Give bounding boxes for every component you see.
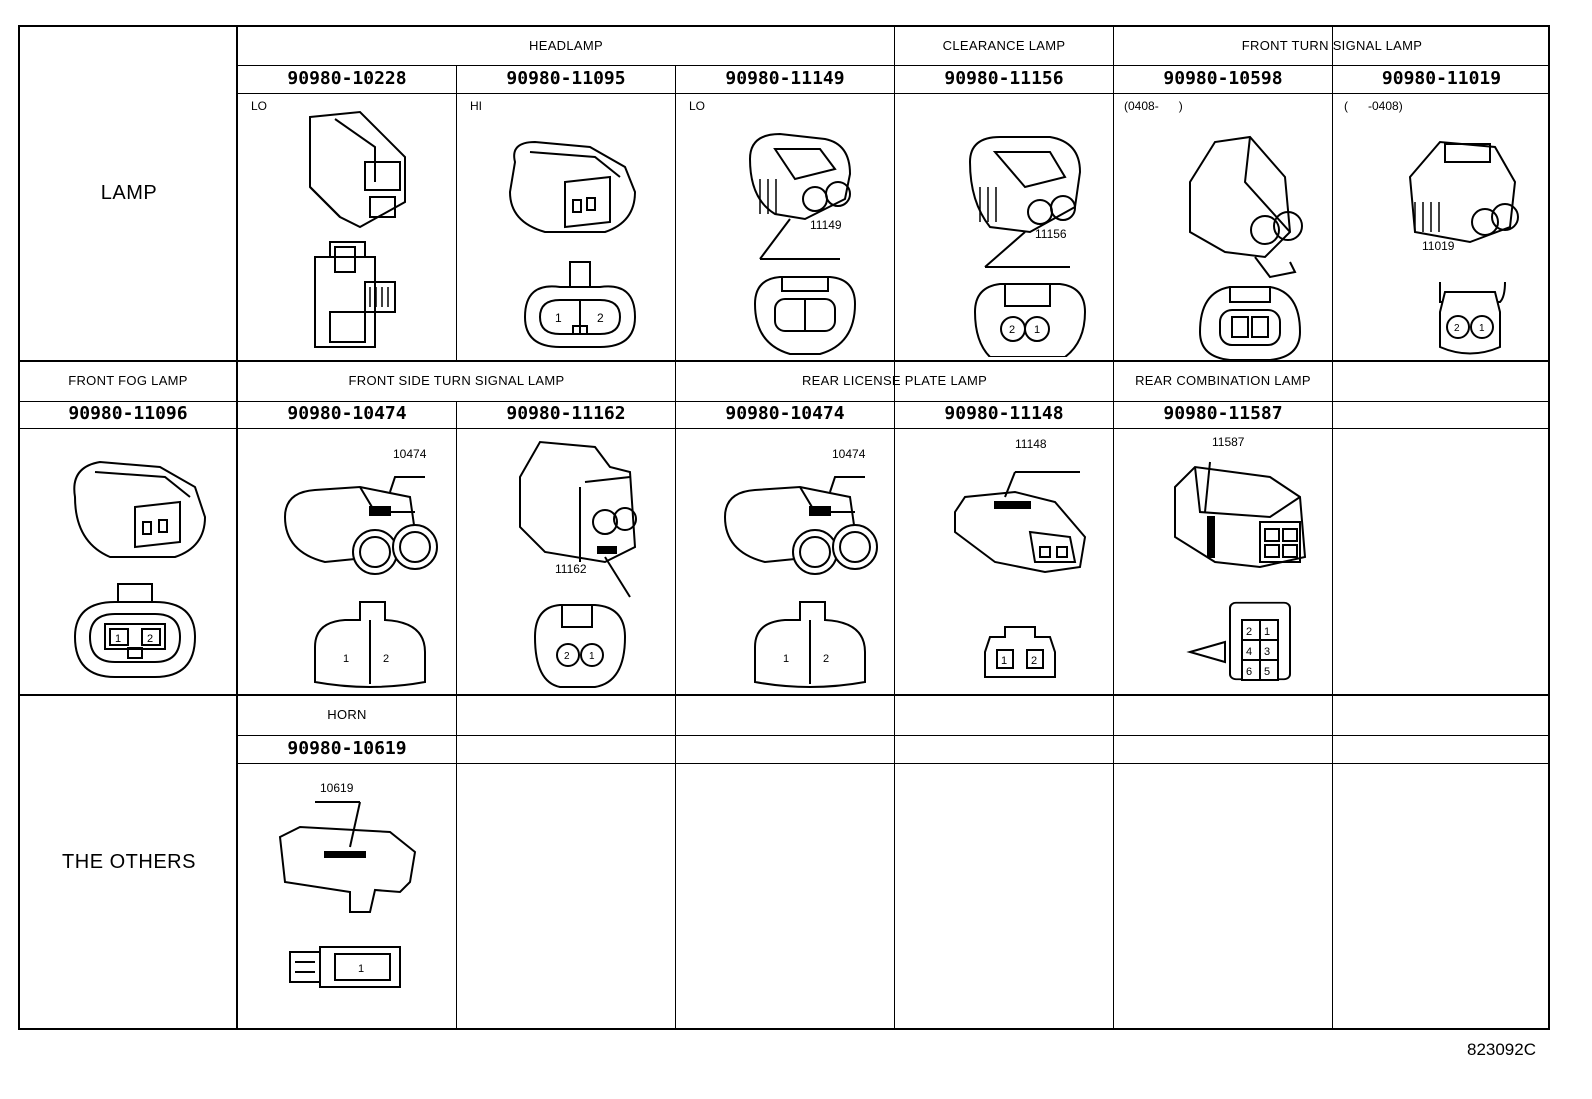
part-number: 90980-11019 — [1381, 68, 1502, 89]
callout-label: 11148 — [1015, 437, 1047, 451]
row-divider — [20, 694, 1550, 696]
pin-label: 4 — [1246, 646, 1252, 658]
part-number: 90980-10474 — [287, 403, 407, 424]
part-number: 90980-11096 — [68, 403, 188, 424]
pin-label: 2 — [597, 311, 604, 325]
variant-note: ( -0408) — [1344, 99, 1403, 113]
section-front-turn-signal-lamp: FRONT TURN SIGNAL LAMP — [1241, 38, 1423, 53]
connector-drawing-11587: 2 1 4 3 6 5 — [1160, 437, 1330, 692]
part-number: 90980-11162 — [506, 403, 626, 424]
category-column-divider — [236, 27, 238, 1028]
variant-note: (0408- ) — [1124, 99, 1183, 113]
grid-line — [456, 401, 457, 1028]
part-number: 90980-11149 — [725, 68, 845, 89]
pin-label: 2 — [564, 651, 570, 662]
pin-label: 1 — [1001, 655, 1007, 667]
variant-note: LO — [251, 99, 268, 113]
row-divider — [20, 360, 1550, 362]
pin-label: 5 — [1264, 666, 1270, 678]
variant-note: HI — [470, 99, 482, 113]
part-number: 90980-11095 — [506, 68, 626, 89]
grid-line — [236, 65, 1550, 66]
pin-label: 6 — [1246, 666, 1252, 678]
category-the-others: THE OTHERS — [62, 850, 196, 873]
pin-label: 1 — [115, 633, 121, 645]
callout-label: 10474 — [832, 447, 866, 461]
connector-drawing-11156: 2 1 — [945, 122, 1105, 357]
variant-note: LO — [689, 99, 706, 113]
grid-line — [894, 27, 895, 1028]
grid-line — [456, 65, 457, 362]
part-number: 90980-11587 — [1163, 403, 1283, 424]
pin-label: 2 — [147, 633, 153, 645]
grid-line — [1113, 27, 1114, 1028]
category-lamp: LAMP — [100, 182, 158, 204]
pin-label: 2 — [1454, 323, 1460, 334]
section-front-fog-lamp: FRONT FOG LAMP — [68, 373, 188, 388]
grid-line — [236, 763, 1550, 764]
grid-line — [236, 93, 1550, 94]
callout-label: 10619 — [320, 781, 354, 795]
pin-label: 1 — [343, 653, 349, 665]
pin-label: 1 — [1479, 323, 1485, 334]
part-number: 90980-10474 — [725, 403, 845, 424]
part-number: 90980-11156 — [944, 68, 1064, 89]
pin-label: 1 — [358, 963, 364, 975]
pin-label: 2 — [383, 653, 389, 665]
part-number: 90980-10619 — [287, 738, 407, 759]
pin-label: 2 — [1009, 324, 1015, 336]
pin-label: 1 — [783, 653, 789, 665]
section-rear-license-plate-lamp: REAR LICENSE PLATE LAMP — [801, 373, 988, 388]
callout-label: 10474 — [393, 447, 427, 461]
connector-table: LAMP THE OTHERS HEADLAMP CLEARANCE LAMP … — [18, 25, 1550, 1030]
callout-label: 11162 — [555, 562, 587, 576]
connector-drawing-11095: 1 2 — [485, 122, 655, 357]
connector-drawing-10228 — [270, 107, 440, 357]
grid-line — [236, 735, 1550, 736]
drawing-number: 823092C — [1466, 1040, 1536, 1059]
pin-label: 1 — [555, 311, 562, 325]
pin-label: 2 — [823, 653, 829, 665]
grid-line — [20, 428, 1550, 429]
part-number: 90980-11148 — [944, 403, 1064, 424]
grid-line — [1332, 27, 1333, 1028]
pin-label: 1 — [1034, 324, 1040, 336]
pin-label: 1 — [589, 651, 595, 662]
pin-label: 3 — [1264, 646, 1270, 658]
section-headlamp: HEADLAMP — [529, 38, 603, 53]
callout-label: 11019 — [1422, 239, 1455, 253]
connector-drawing-11148: 1 2 — [935, 452, 1105, 692]
grid-line — [675, 65, 676, 362]
connector-drawing-11096: 1 2 — [55, 442, 215, 687]
grid-line — [20, 401, 1550, 402]
connector-drawing-10474: 1 2 — [705, 452, 895, 692]
pin-label: 2 — [1031, 655, 1037, 667]
callout-label: 11149 — [810, 218, 842, 232]
section-rear-combination-lamp: REAR COMBINATION LAMP — [1135, 373, 1311, 388]
pin-label: 1 — [1264, 626, 1270, 638]
section-horn: HORN — [327, 707, 367, 722]
part-number: 90980-10598 — [1163, 68, 1283, 89]
connector-drawing-11162: 2 1 — [500, 437, 650, 692]
pin-label: 2 — [1246, 626, 1252, 638]
section-clearance-lamp: CLEARANCE LAMP — [942, 38, 1066, 53]
connector-drawing-11149 — [720, 119, 880, 359]
callout-label: 11156 — [1035, 227, 1067, 241]
callout-label: 11587 — [1212, 435, 1245, 449]
section-front-side-turn-signal-lamp: FRONT SIDE TURN SIGNAL LAMP — [348, 373, 565, 388]
connector-drawing-10619: 1 — [270, 782, 440, 1022]
connector-drawing-10598 — [1170, 122, 1330, 362]
connector-drawing-10474: 1 2 — [265, 452, 455, 692]
part-number: 90980-10228 — [287, 68, 407, 89]
connector-drawing-11019: 2 1 — [1390, 122, 1530, 362]
